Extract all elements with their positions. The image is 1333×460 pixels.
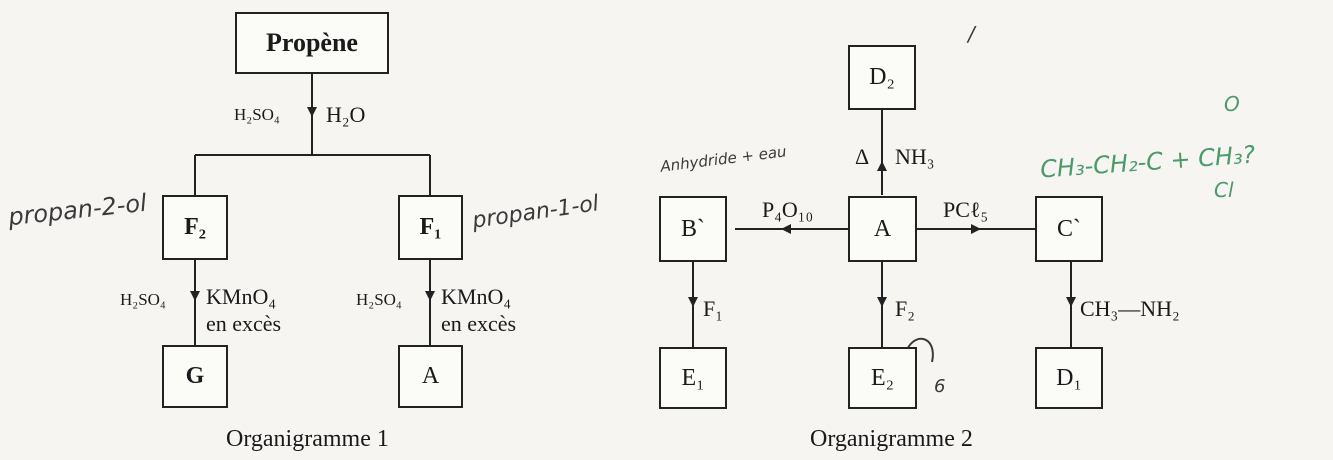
a-product-label: A [421,363,440,389]
d1-label: D₁ [1056,364,1082,391]
handwritten-formula-oxygen: O [1224,92,1240,116]
g-label: G [185,363,205,389]
d1-box: D₁ [1035,347,1103,409]
reagent-h2o-label: H₂O [326,102,366,127]
propene-box: Propène [235,12,389,74]
right-excess-label: en excès [441,311,517,336]
e2-box: E₂ [848,347,917,409]
organigramme-2-caption: Organigramme 2 [810,426,973,452]
c-box: C` [1035,196,1103,262]
handwritten-e2-mark: 6 [934,376,946,397]
b-label: B` [681,215,705,242]
c-label: C` [1057,215,1081,242]
b-box: B` [659,196,727,262]
f1-label: F₁ [419,214,442,240]
nh3-label: NH₃ [895,144,935,169]
f2-label: F₂ [184,214,206,240]
f1-reagent-label: F₁ [703,296,723,321]
f2-reagent-label: F₂ [895,296,915,321]
handwritten-stray-mark: / [968,22,975,46]
ch3nh2-label: CH₃—NH₂ [1080,296,1180,321]
e1-label: E₁ [681,364,705,391]
d2-box: D₂ [848,45,916,110]
d2-label: D₂ [869,64,895,90]
left-excess-label: en excès [206,311,282,336]
e2-label: E₂ [870,364,895,391]
delta-label: Δ [855,144,870,169]
f1-box: F₁ [398,195,463,260]
g-box: G [162,345,228,408]
e1-box: E₁ [659,347,727,409]
a-center-label: A [873,215,892,242]
right-acid-label: H₂SO₄ [356,290,402,309]
f2-box: F₂ [162,195,228,260]
propene-label: Propène [266,28,358,57]
right-oxidant-label: KMnO₄ [441,284,512,309]
p4o10-label: P₄O₁₀ [762,197,814,222]
a-center-box: A [848,196,917,262]
organigramme-1-caption: Organigramme 1 [226,426,389,452]
left-acid-label: H₂SO₄ [120,290,166,309]
handwritten-formula-chlorine: Cl [1214,178,1234,202]
pcl5-label: PCℓ₅ [943,197,989,222]
left-oxidant-label: KMnO₄ [206,284,277,309]
a-product-box: A [398,345,463,408]
reagent-h2so4-label: H₂SO₄ [234,105,280,124]
